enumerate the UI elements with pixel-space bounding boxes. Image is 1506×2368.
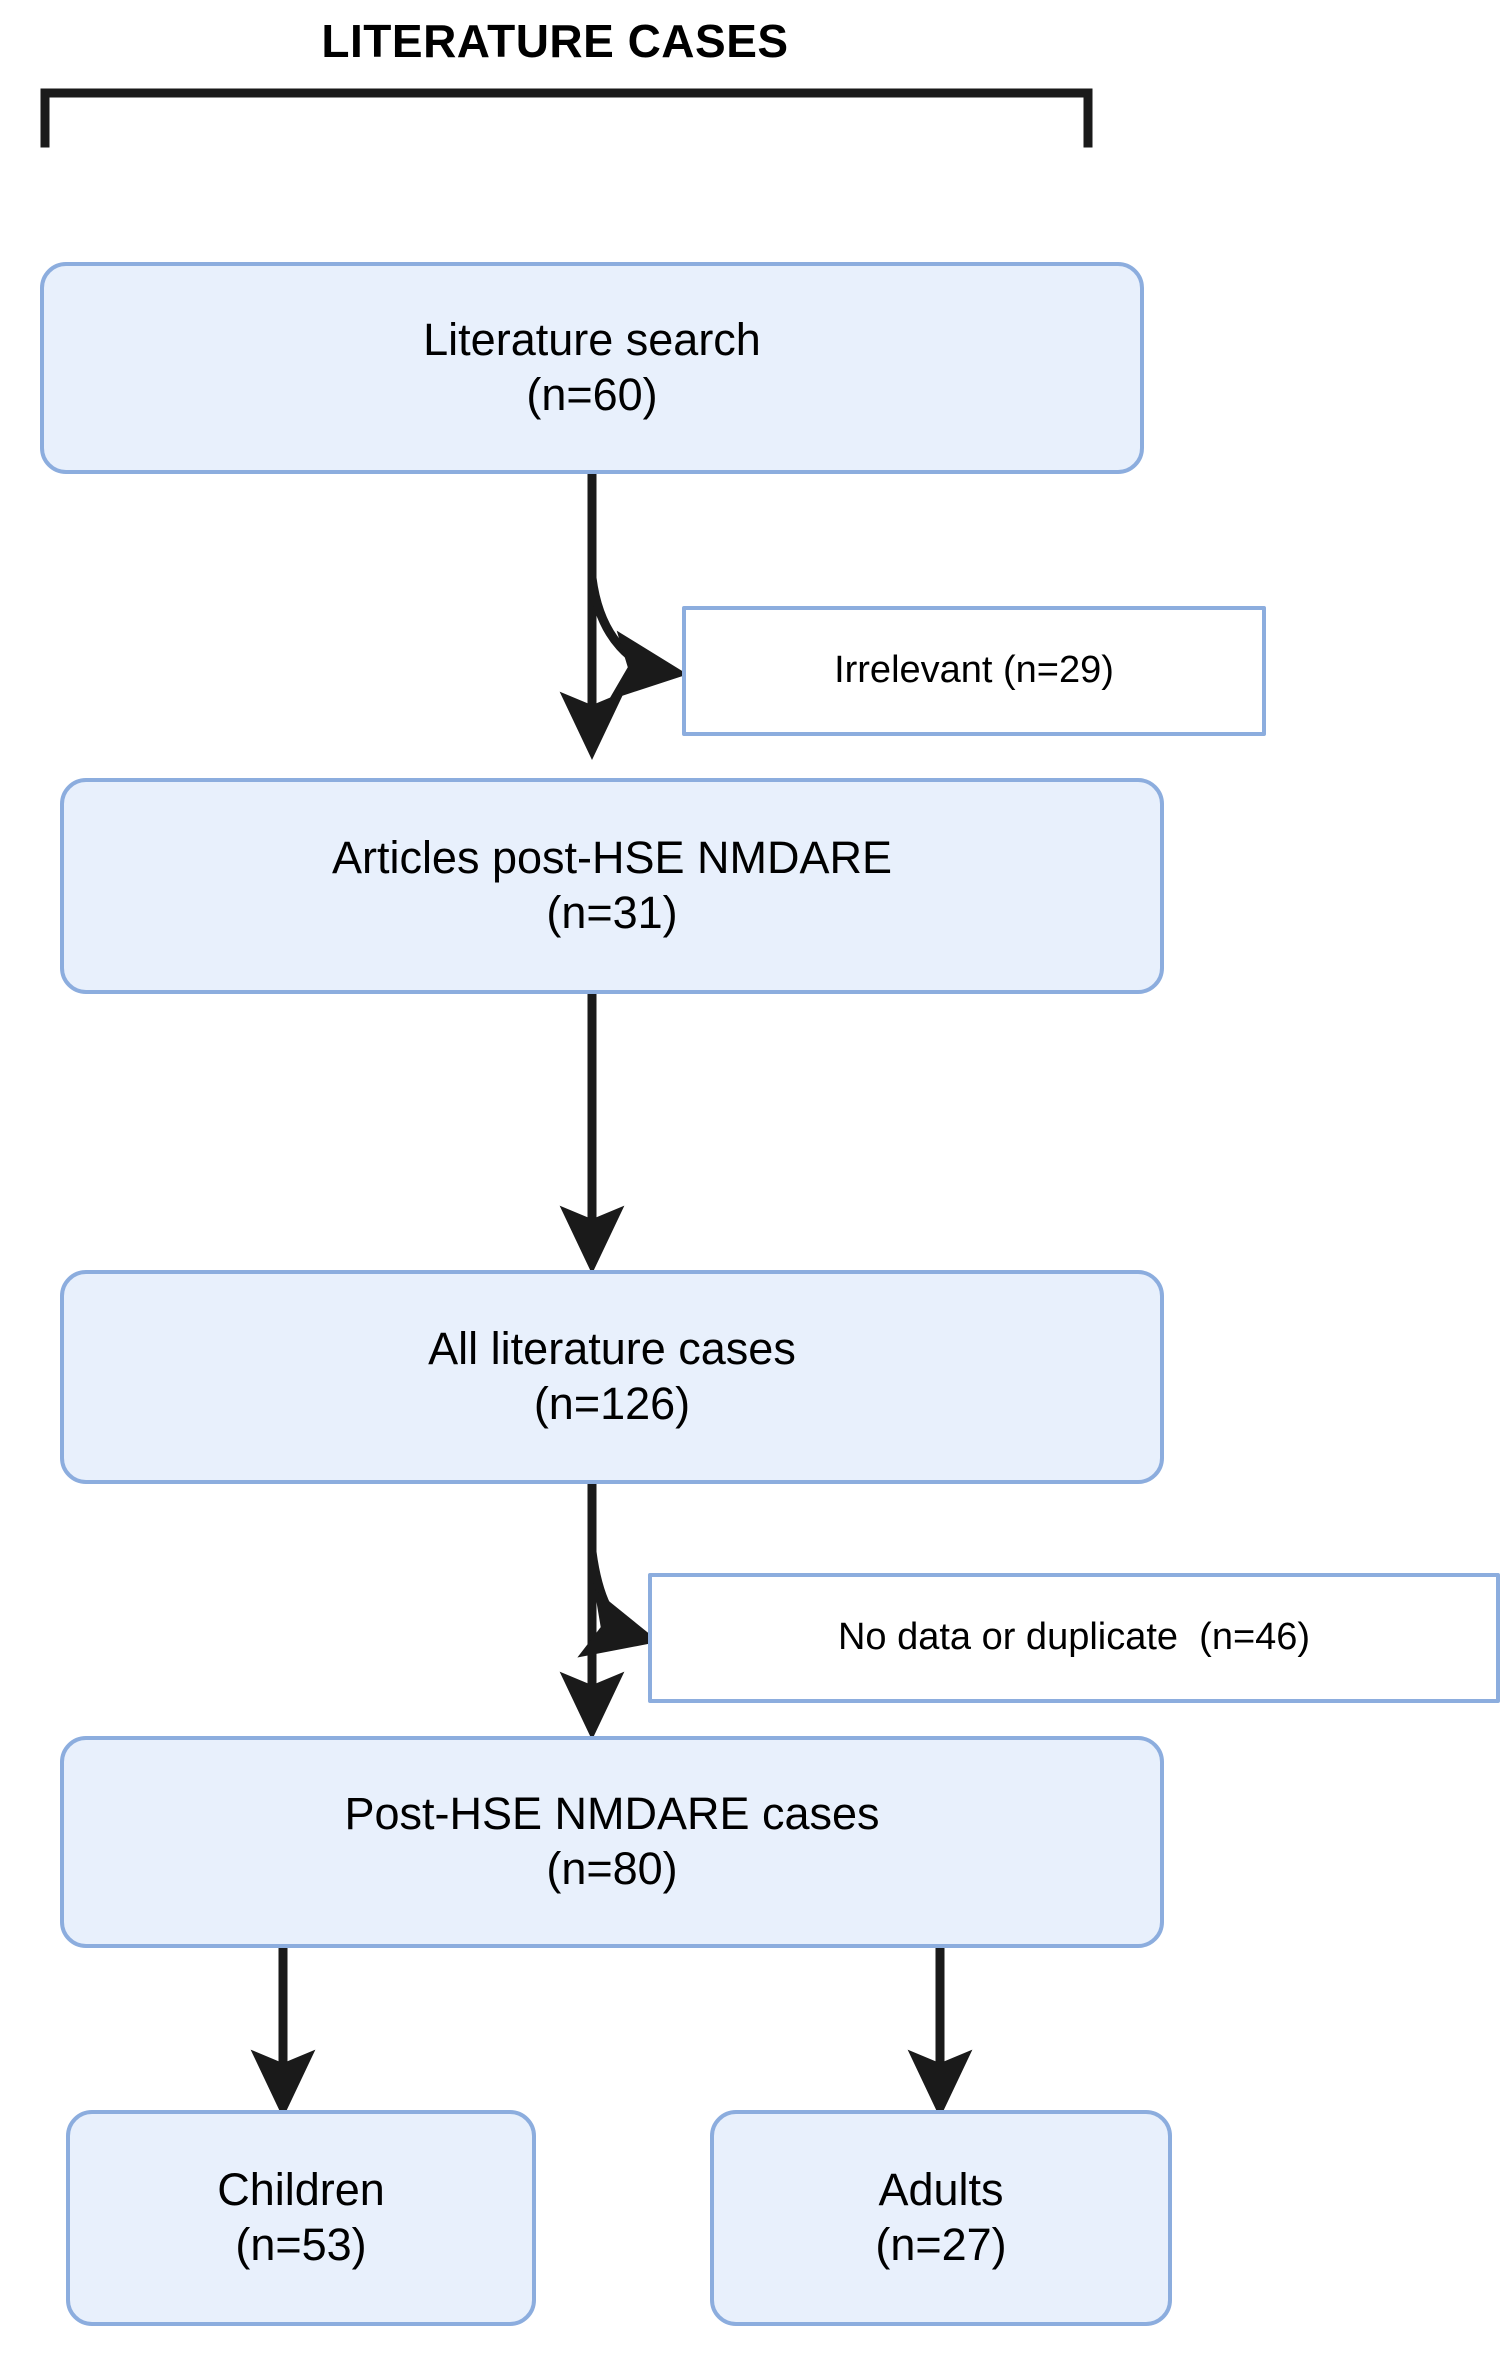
node-articles-post-hse-nmdare[interactable]: Articles post-HSE NMDARE (n=31) <box>60 778 1164 994</box>
node-line-1: Children <box>217 2164 385 2216</box>
node-line-2: (n=27) <box>875 2219 1007 2270</box>
node-irrelevant[interactable]: Irrelevant (n=29) <box>682 606 1266 736</box>
edge-search-to-irrelevant <box>587 577 688 701</box>
node-line-1: Post-HSE NMDARE cases <box>344 1788 880 1840</box>
node-line-1: All literature cases <box>428 1323 796 1375</box>
node-line-2: (n=31) <box>546 887 678 938</box>
node-literature-search[interactable]: Literature search (n=60) <box>40 262 1144 474</box>
node-line-1: Irrelevant (n=29) <box>834 649 1114 692</box>
node-post-hse-nmdare-cases[interactable]: Post-HSE NMDARE cases (n=80) <box>60 1736 1164 1948</box>
node-line-2: (n=126) <box>533 1378 691 1429</box>
page-title: LITERATURE CASES <box>321 15 789 67</box>
node-line-2: (n=53) <box>235 2219 367 2270</box>
node-line-1: Articles post-HSE NMDARE <box>331 832 893 884</box>
node-line-1: Adults <box>878 2164 1004 2216</box>
node-all-literature-cases[interactable]: All literature cases (n=126) <box>60 1270 1164 1484</box>
node-children[interactable]: Children (n=53) <box>66 2110 536 2326</box>
node-line-1: Literature search <box>423 314 761 366</box>
node-no-data-or-duplicate[interactable]: No data or duplicate (n=46) <box>648 1573 1500 1703</box>
bracket-icon <box>40 88 1093 148</box>
node-line-1: No data or duplicate (n=46) <box>837 1616 1311 1659</box>
node-adults[interactable]: Adults (n=27) <box>710 2110 1172 2326</box>
node-line-2: (n=60) <box>526 369 658 420</box>
edge-all-cases-to-no-data <box>577 1551 660 1658</box>
node-line-2: (n=80) <box>546 1843 678 1894</box>
